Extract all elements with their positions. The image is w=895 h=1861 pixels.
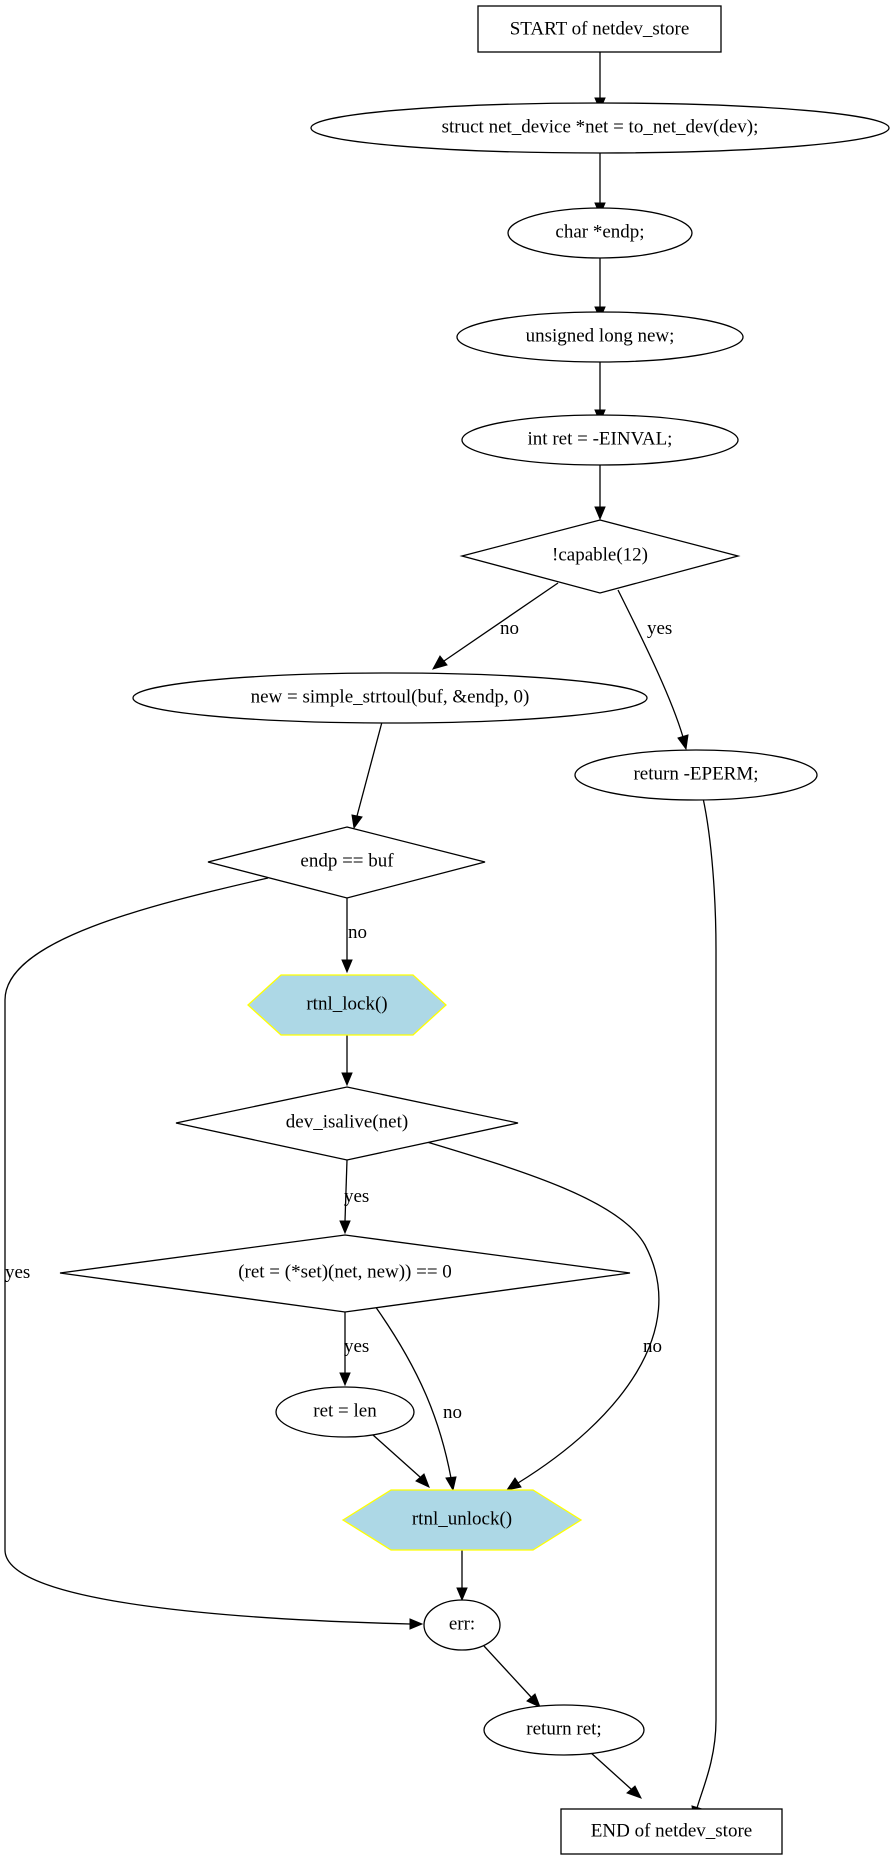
edge-capable-no: [443, 582, 559, 662]
cond-isalive-label: dev_isalive(net): [286, 1111, 408, 1132]
return-ret-label: return ret;: [526, 1718, 601, 1739]
rtnl-lock-node: [247, 974, 447, 1036]
arrowhead: [505, 1477, 522, 1491]
start-node: [477, 5, 722, 53]
arrowhead: [351, 814, 363, 830]
edge-capable-yes: [617, 589, 684, 738]
return-ret-node: [483, 1704, 645, 1756]
assign-ret-label: ret = len: [313, 1400, 377, 1421]
cond-isalive-node: [175, 1086, 519, 1161]
edges: [4, 52, 717, 1822]
decl-new-label: unsigned long new;: [526, 325, 675, 346]
return-eperm-node: [574, 749, 818, 801]
edge-assign-ret-to-rtnl-unlock: [372, 1434, 421, 1478]
cond-capable-label: !capable(12): [552, 544, 648, 565]
arrowhead: [341, 959, 353, 974]
cond-set-node: [59, 1234, 631, 1313]
arrowhead: [415, 1473, 430, 1488]
edge-labels: no yes no yes yes yes no no: [5, 618, 672, 1423]
decl-net-node: [310, 102, 890, 154]
edge-return-ret-to-end: [589, 1751, 632, 1790]
arrowhead: [339, 1220, 351, 1235]
decl-ret-label: int ret = -EINVAL;: [528, 428, 673, 449]
start-node-label: START of netdev_store: [510, 18, 690, 39]
arrowhead: [594, 506, 606, 521]
edge-set-no: [374, 1305, 452, 1479]
end-node-label: END of netdev_store: [591, 1820, 752, 1841]
edge-label-isalive-no: no: [643, 1336, 662, 1357]
cond-set-label: (ret = (*set)(net, new)) == 0: [238, 1261, 452, 1282]
arrowhead: [445, 1476, 457, 1492]
edge-assign-new-to-cond-endp: [356, 721, 383, 817]
edge-return-eperm-to-end: [696, 797, 717, 1809]
edge-endp-yes: [4, 877, 411, 1625]
return-eperm-label: return -EPERM;: [633, 763, 758, 784]
rtnl-lock-label: rtnl_lock(): [306, 993, 387, 1014]
nodes: START of netdev_store struct net_device …: [59, 5, 890, 1855]
decl-ret-node: [461, 414, 739, 466]
decl-endp-label: char *endp;: [555, 221, 644, 242]
edge-label-endp-yes: yes: [5, 1262, 30, 1283]
arrowhead: [456, 1587, 468, 1602]
arrowhead: [626, 1785, 643, 1799]
arrowhead: [431, 655, 448, 670]
assign-new-label: new = simple_strtoul(buf, &endp, 0): [251, 686, 530, 707]
decl-new-node: [456, 311, 744, 363]
rtnl-unlock-node: [341, 1489, 583, 1551]
arrowhead: [409, 1618, 424, 1630]
cond-endp-label: endp == buf: [300, 850, 394, 871]
label-err-label: err:: [449, 1613, 475, 1634]
decl-net-label: struct net_device *net = to_net_dev(dev)…: [442, 116, 759, 137]
edge-isalive-no: [426, 1141, 660, 1484]
decl-endp-node: [507, 207, 693, 259]
arrowhead: [341, 1072, 353, 1087]
edge-label-endp-no: no: [348, 922, 367, 943]
edge-label-set-yes: yes: [344, 1336, 369, 1357]
assign-ret-node: [275, 1386, 415, 1438]
arrowhead: [526, 1693, 541, 1708]
arrowhead: [677, 734, 689, 751]
arrowhead: [339, 1372, 351, 1387]
rtnl-unlock-label: rtnl_unlock(): [412, 1508, 512, 1529]
edge-label-err-to-return-ret: [483, 1645, 532, 1698]
end-node: [560, 1808, 783, 1855]
edge-label-isalive-yes: yes: [344, 1186, 369, 1207]
edge-label-capable-yes: yes: [647, 618, 672, 639]
cond-capable-node: [459, 519, 741, 594]
label-err-node: [423, 1599, 501, 1651]
edge-label-set-no: no: [443, 1402, 462, 1423]
cond-endp-node: [207, 826, 486, 899]
edge-label-capable-no: no: [500, 618, 519, 639]
assign-new-node: [132, 672, 648, 724]
edge-isalive-yes: [344, 1159, 348, 1222]
